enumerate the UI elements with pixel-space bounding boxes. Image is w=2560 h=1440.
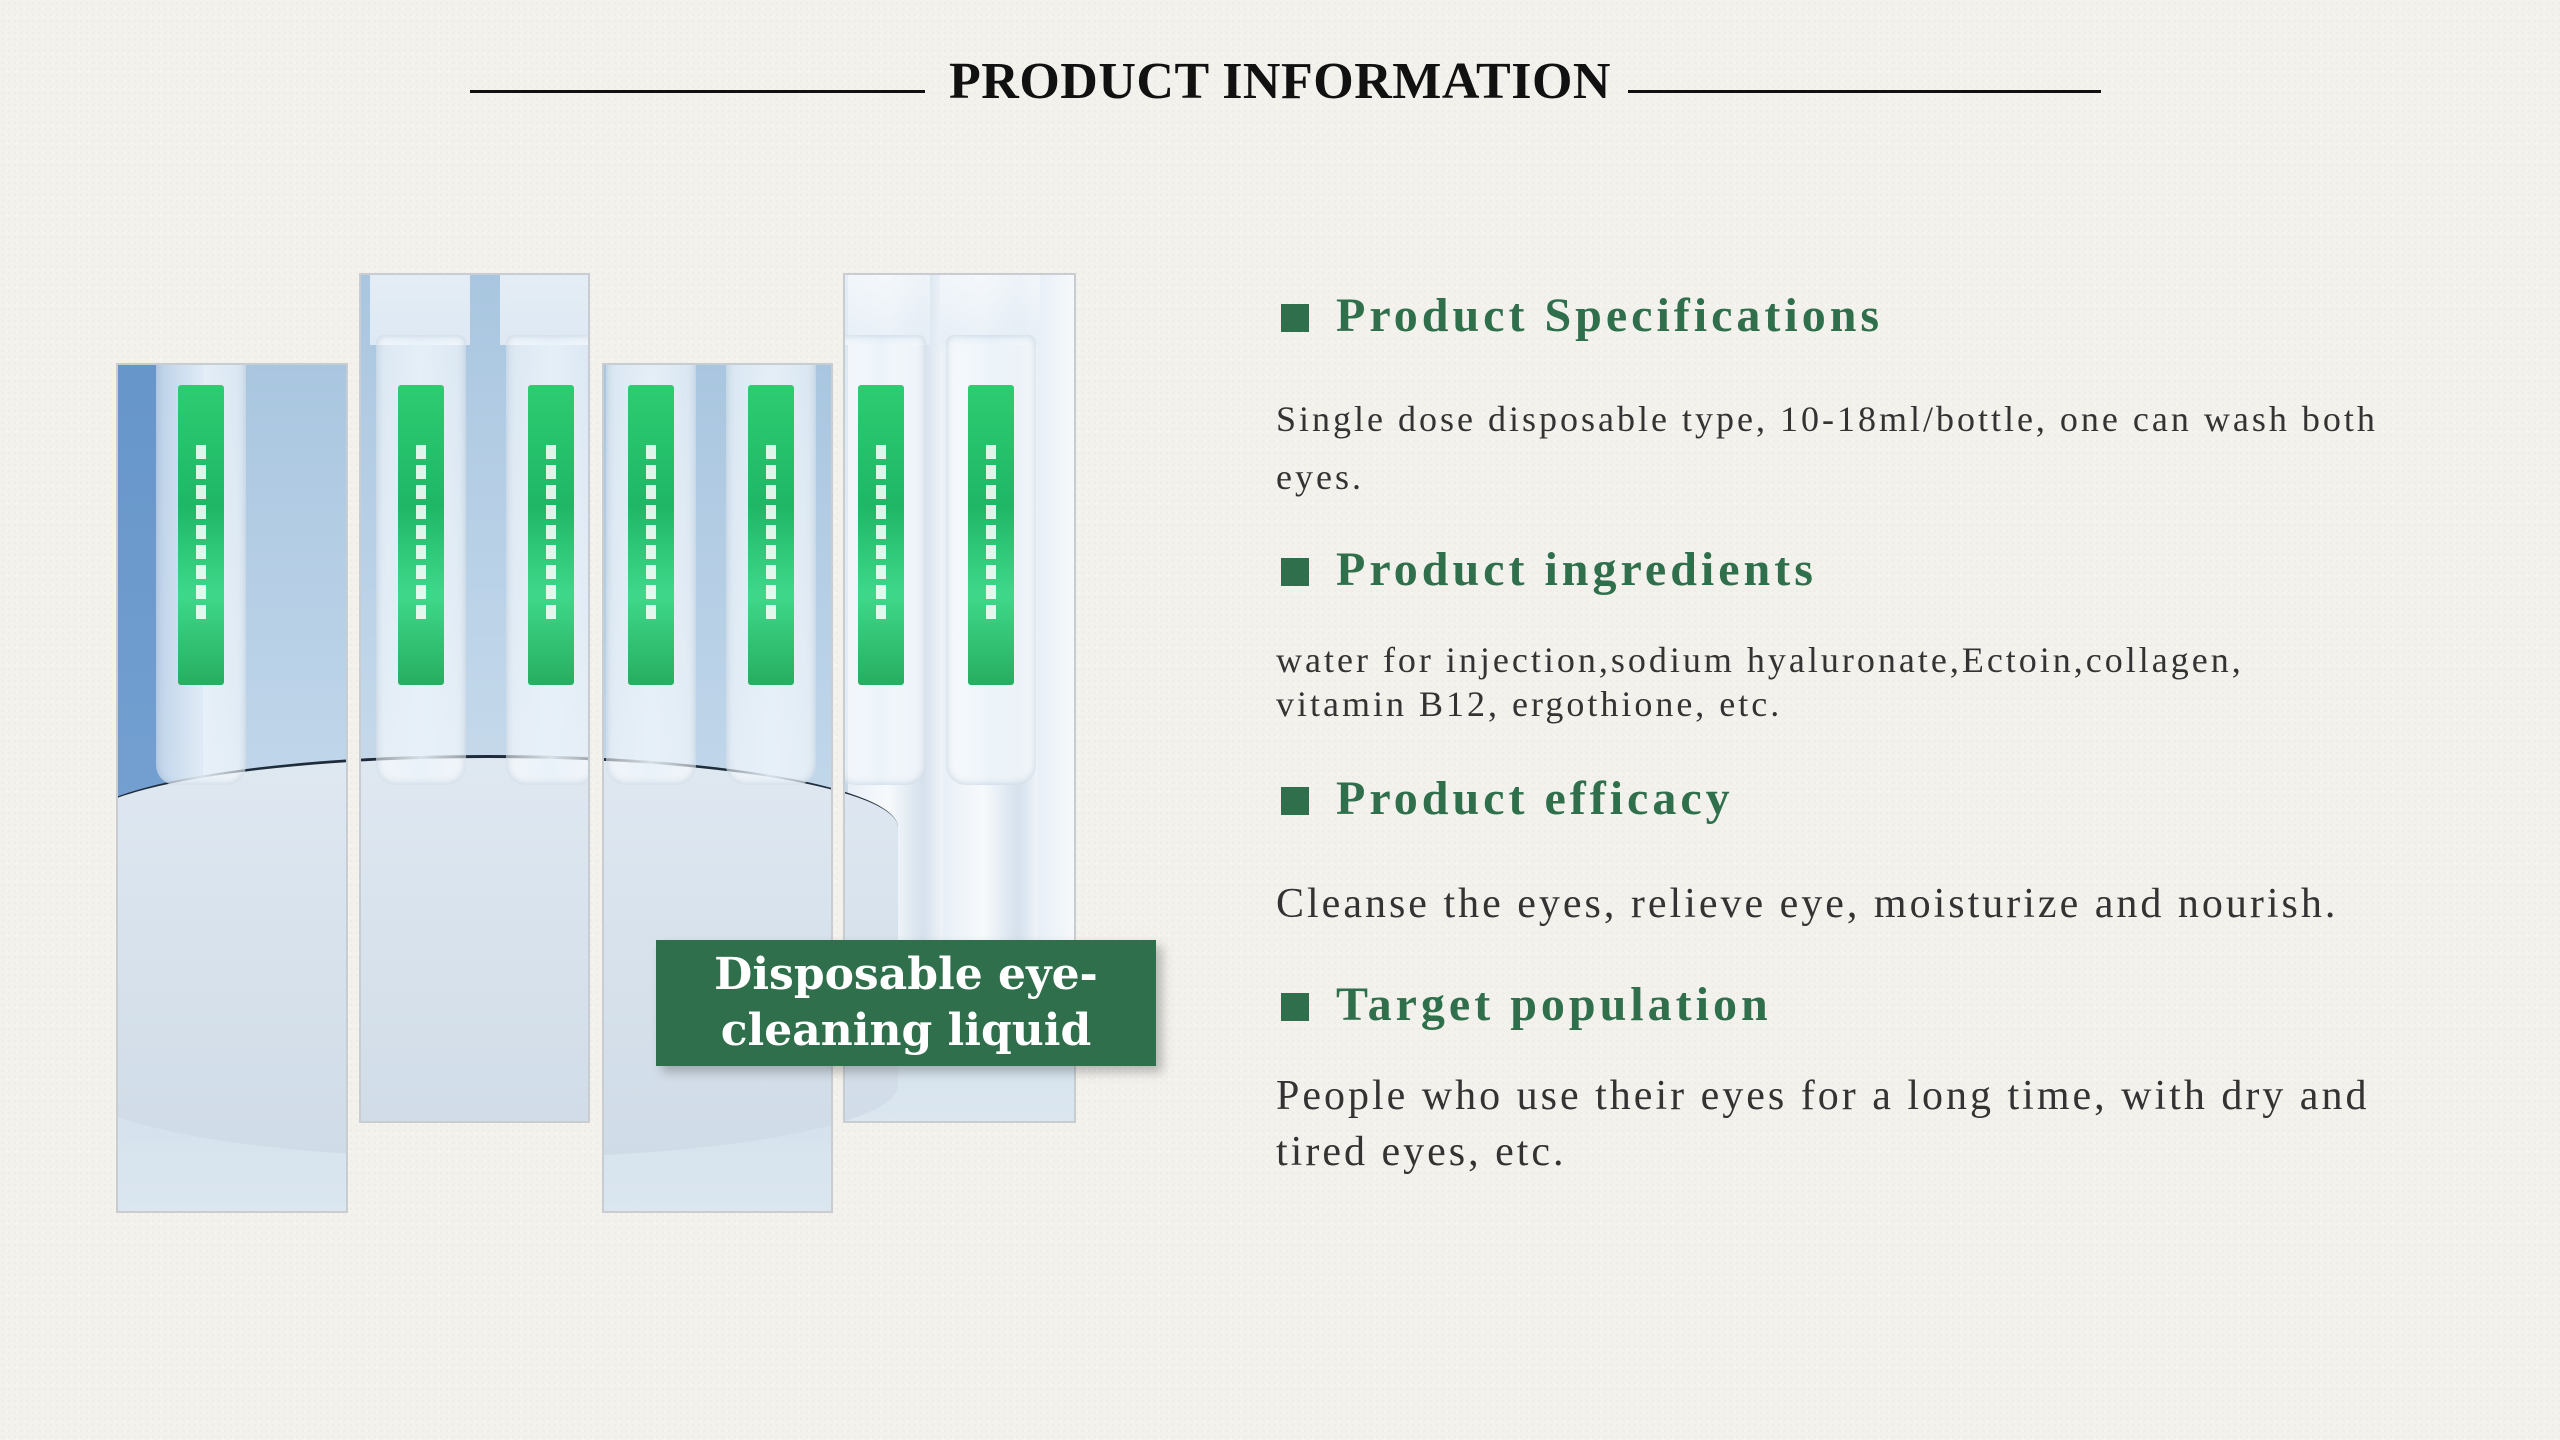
vial-image bbox=[604, 365, 713, 785]
square-bullet-icon bbox=[1281, 993, 1309, 1021]
image-backdrop bbox=[118, 755, 346, 1158]
section-body: water for injection,sodium hyaluronate,E… bbox=[1276, 640, 2244, 724]
vial-image bbox=[588, 273, 590, 785]
section-body: Cleanse the eyes, relieve eye, moisturiz… bbox=[1276, 881, 2339, 927]
section-title: Target population bbox=[1336, 978, 1772, 1031]
product-name-badge: Disposable eye-cleaning liquid bbox=[656, 940, 1156, 1066]
section-title: Product ingredients bbox=[1336, 543, 1817, 596]
section-title: Product Specifications bbox=[1336, 289, 1884, 342]
section-title: Product efficacy bbox=[1336, 772, 1734, 825]
vial-image bbox=[488, 275, 588, 785]
vial-image bbox=[708, 365, 831, 785]
square-bullet-icon bbox=[1281, 558, 1309, 586]
vial-image bbox=[928, 275, 1053, 785]
square-bullet-icon bbox=[1281, 304, 1309, 332]
square-bullet-icon bbox=[1281, 787, 1309, 815]
section-body: Single dose disposable type, 10-18ml/bot… bbox=[1276, 399, 2378, 497]
product-image-strip-3 bbox=[602, 363, 833, 1213]
vial-image bbox=[138, 365, 263, 785]
vial-image bbox=[845, 275, 943, 785]
image-backdrop bbox=[361, 755, 588, 1121]
vial-image bbox=[818, 365, 831, 785]
section-body: People who use their eyes for a long tim… bbox=[1276, 1073, 2370, 1175]
product-image-strip-2 bbox=[359, 273, 590, 1123]
page-title: PRODUCT INFORMATION bbox=[949, 53, 1611, 110]
header-line-right bbox=[1628, 90, 2101, 93]
vial-image bbox=[361, 275, 483, 785]
header-line-left bbox=[470, 90, 925, 93]
product-image-strip-1 bbox=[116, 363, 348, 1213]
